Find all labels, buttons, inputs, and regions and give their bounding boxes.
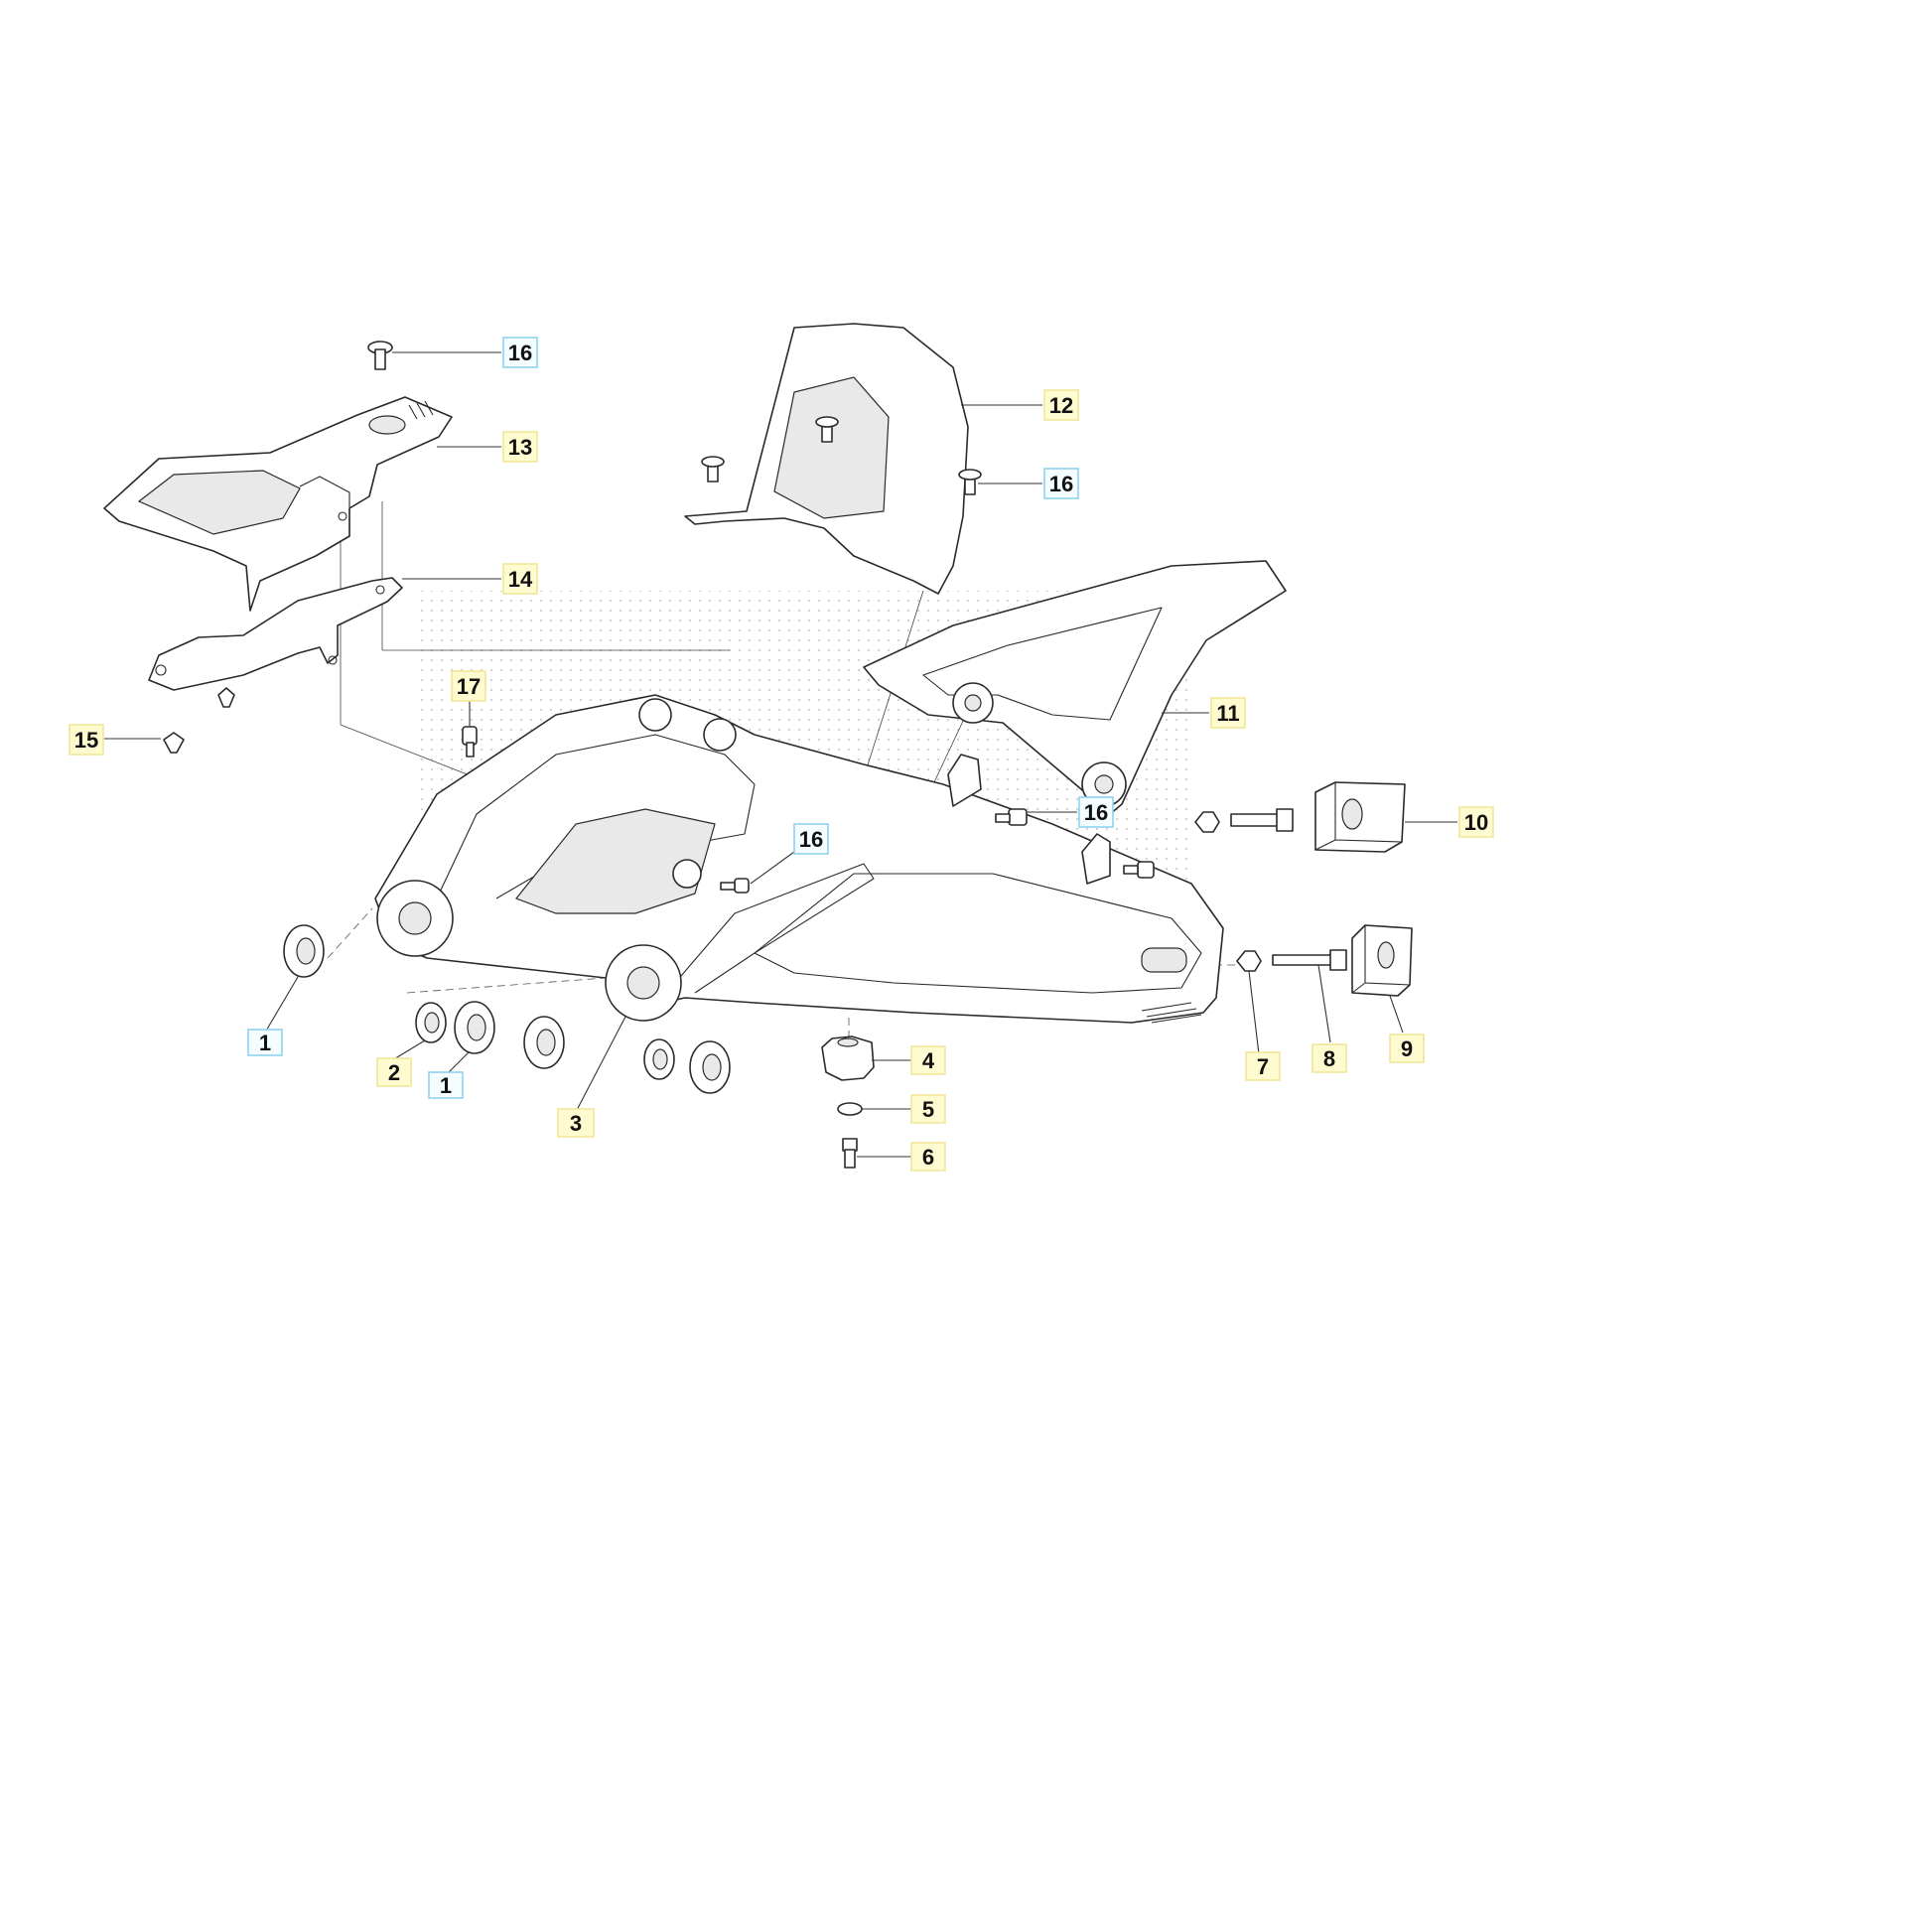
callout-number: 2	[388, 1060, 400, 1085]
screw-icon	[462, 726, 478, 758]
callout-number: 6	[922, 1145, 934, 1170]
callout-c9: 9	[1389, 1034, 1425, 1063]
callout-box	[69, 724, 104, 756]
callout-box	[557, 1108, 595, 1138]
callout-c1b: 1	[428, 1071, 464, 1099]
callout-number: 11	[1216, 701, 1239, 726]
rear-hugger	[684, 323, 982, 595]
callout-number: 16	[799, 827, 823, 852]
callout-c10: 10	[1458, 806, 1494, 838]
callout-box	[793, 823, 829, 855]
callout-box	[1389, 1034, 1425, 1063]
callout-c12: 12	[1043, 389, 1079, 421]
callout-box	[1458, 806, 1494, 838]
callout-c16d: 16	[793, 823, 829, 855]
adjuster-block	[1314, 781, 1406, 853]
callout-number: 9	[1401, 1036, 1413, 1061]
rubber-bumper	[821, 1035, 875, 1081]
callout-box	[910, 1094, 946, 1124]
callout-box	[1245, 1051, 1281, 1081]
chain-guard-cover	[103, 396, 453, 612]
callout-number: 14	[508, 567, 533, 592]
callout-box	[428, 1071, 464, 1099]
chain-guard-side	[863, 560, 1287, 815]
callout-number: 15	[74, 728, 98, 753]
callout-c17: 17	[451, 670, 486, 702]
callout-box	[910, 1142, 946, 1172]
callout-number: 1	[259, 1031, 271, 1055]
callout-c8: 8	[1311, 1043, 1347, 1073]
callout-c3: 3	[557, 1108, 595, 1138]
callout-c2: 2	[376, 1057, 412, 1087]
callout-box	[502, 337, 538, 368]
callout-number: 17	[457, 674, 481, 699]
screw-icon	[367, 341, 393, 370]
callout-c15: 15	[69, 724, 104, 756]
callout-c1a: 1	[247, 1029, 283, 1056]
callout-number: 5	[922, 1097, 934, 1122]
callout-box	[247, 1029, 283, 1056]
callout-box	[376, 1057, 412, 1087]
callout-box	[1210, 697, 1246, 729]
bearing-icon	[283, 924, 731, 1094]
clip-icon	[163, 687, 235, 754]
callout-c11: 11	[1210, 697, 1246, 729]
callout-c16a: 16	[502, 337, 538, 368]
callout-c6: 6	[910, 1142, 946, 1172]
callout-c5: 5	[910, 1094, 946, 1124]
callout-number: 16	[1049, 472, 1073, 496]
callout-box	[1043, 389, 1079, 421]
callout-number: 16	[1084, 800, 1108, 825]
callout-box	[1043, 468, 1079, 499]
callout-c7: 7	[1245, 1051, 1281, 1081]
callout-number: 8	[1323, 1046, 1335, 1071]
bolt-icon	[720, 808, 1347, 972]
callout-box	[910, 1045, 946, 1075]
callout-number: 13	[508, 435, 532, 460]
callout-number: 10	[1464, 810, 1488, 835]
callout-number: 3	[570, 1111, 582, 1136]
callout-box	[502, 431, 538, 463]
callout-c16b: 16	[1043, 468, 1079, 499]
adjuster-plate	[1351, 924, 1413, 997]
callout-c14: 14	[502, 563, 538, 595]
callout-box	[502, 563, 538, 595]
bracket-plate	[148, 577, 403, 691]
swingarm	[374, 694, 1224, 1024]
callout-number: 16	[508, 341, 532, 365]
callout-number: 4	[922, 1048, 935, 1073]
callout-box	[1311, 1043, 1347, 1073]
callout-box	[1078, 796, 1114, 828]
callout-c4: 4	[910, 1045, 946, 1075]
callout-number: 7	[1257, 1054, 1269, 1079]
callout-c16c: 16	[1078, 796, 1114, 828]
washer-icon	[837, 1102, 863, 1116]
leader-lines	[104, 351, 1457, 1158]
bolt-icon	[842, 1138, 858, 1169]
callout-c13: 13	[502, 431, 538, 463]
callout-number: 12	[1049, 393, 1073, 418]
callout-number: 1	[440, 1073, 452, 1098]
callout-box	[451, 670, 486, 702]
